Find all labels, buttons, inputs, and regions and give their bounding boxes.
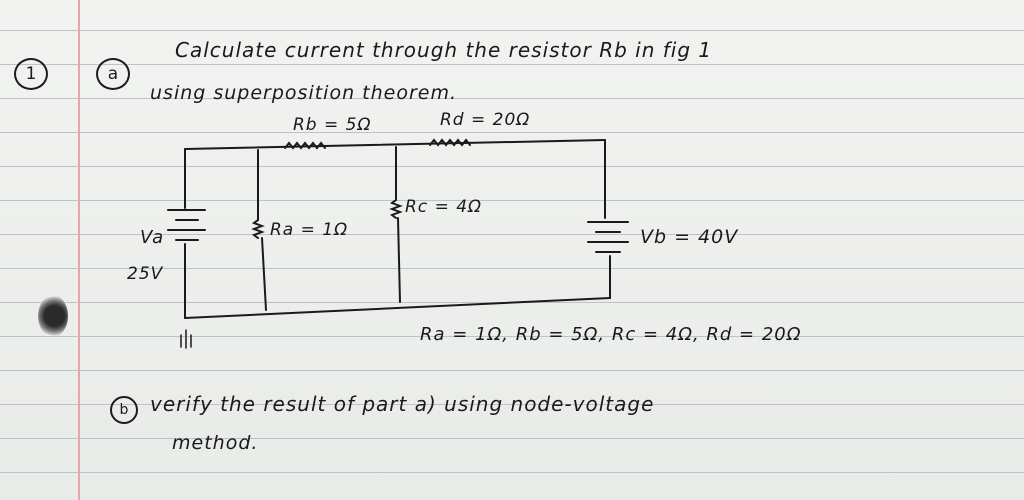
part-a-line1: Calculate current through the resistor R… [175, 38, 713, 62]
part-a-label: a [96, 58, 130, 90]
top-wire [184, 139, 606, 150]
ra-label: Ra = 1Ω [270, 220, 349, 240]
values-summary: Ra = 1Ω, Rb = 5Ω, Rc = 4Ω, Rd = 20Ω [420, 324, 802, 345]
rb-label: Rb = 5Ω [293, 115, 372, 135]
vb-label: Vb = 40V [640, 226, 739, 248]
va-value: 25V [127, 264, 164, 284]
binder-hole [38, 295, 68, 337]
resistor-rc-symbol [389, 199, 403, 219]
margin-line [78, 0, 80, 500]
rc-label: Rc = 4Ω [405, 197, 483, 217]
bottom-wire [184, 297, 611, 319]
resistor-ra-symbol [251, 219, 265, 239]
question-number: 1 [14, 58, 48, 90]
part-a-line2: using superposition theorem. [150, 82, 458, 104]
resistor-rd-symbol [429, 138, 471, 147]
resistor-rb-symbol [284, 141, 326, 150]
part-b-label: b [110, 396, 138, 424]
rd-label: Rd = 20Ω [440, 110, 531, 130]
part-b-line1: verify the result of part a) using node-… [150, 392, 655, 416]
part-b-line2: method. [172, 432, 259, 454]
va-label: Va [140, 227, 165, 248]
